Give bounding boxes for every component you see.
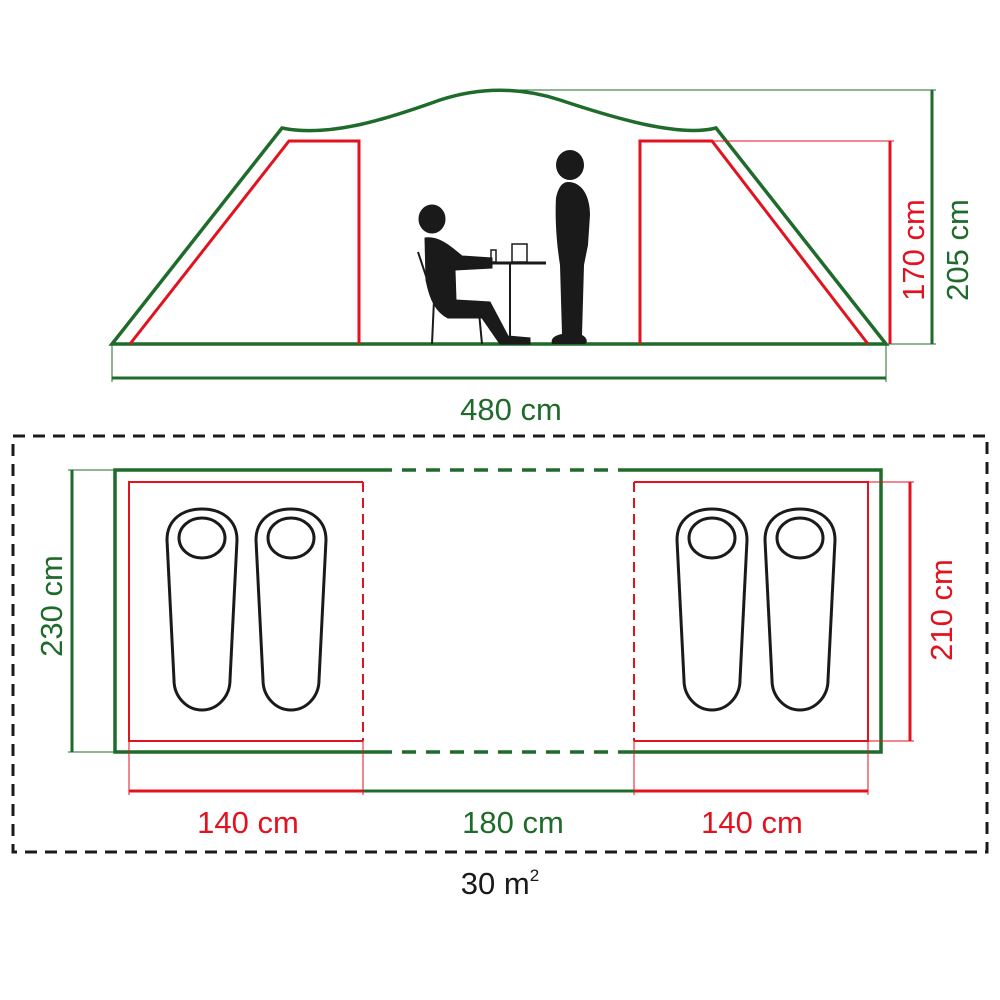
living-area-open-sides bbox=[378, 468, 630, 754]
standing-person-icon bbox=[551, 150, 590, 344]
sleeping-bag-icon bbox=[675, 507, 749, 712]
sleeping-bag-icons bbox=[165, 507, 837, 712]
inner-width-label: 210 cm bbox=[924, 559, 959, 661]
width-label: 230 cm bbox=[34, 555, 69, 657]
sleeping-bag-icon bbox=[165, 507, 239, 712]
sleeping-bag-icon bbox=[254, 507, 328, 712]
sleeping-bag-icon bbox=[763, 507, 837, 712]
outer-tent-floor bbox=[113, 468, 883, 754]
inner-height-label: 170 cm bbox=[896, 199, 931, 301]
area-label: 30 m2 bbox=[461, 866, 539, 901]
floor-plan: 230 cm 210 cm 140 cm 180 cm 140 cm 30 m2 bbox=[11, 434, 989, 901]
bedroom-left-label: 140 cm bbox=[197, 805, 299, 840]
inner-tent-left bbox=[128, 139, 361, 345]
bedroom-left bbox=[128, 481, 363, 742]
footprint-outline bbox=[11, 434, 989, 854]
side-view: 480 cm 170 cm 205 cm bbox=[108, 88, 975, 427]
bedroom-right-label: 140 cm bbox=[701, 805, 803, 840]
bedroom-right bbox=[634, 481, 869, 742]
seated-person-icon bbox=[417, 204, 546, 345]
total-height-label: 205 cm bbox=[940, 199, 975, 301]
length-label: 480 cm bbox=[460, 392, 562, 427]
inner-tent-right bbox=[638, 139, 870, 345]
living-area-label: 180 cm bbox=[462, 805, 564, 840]
